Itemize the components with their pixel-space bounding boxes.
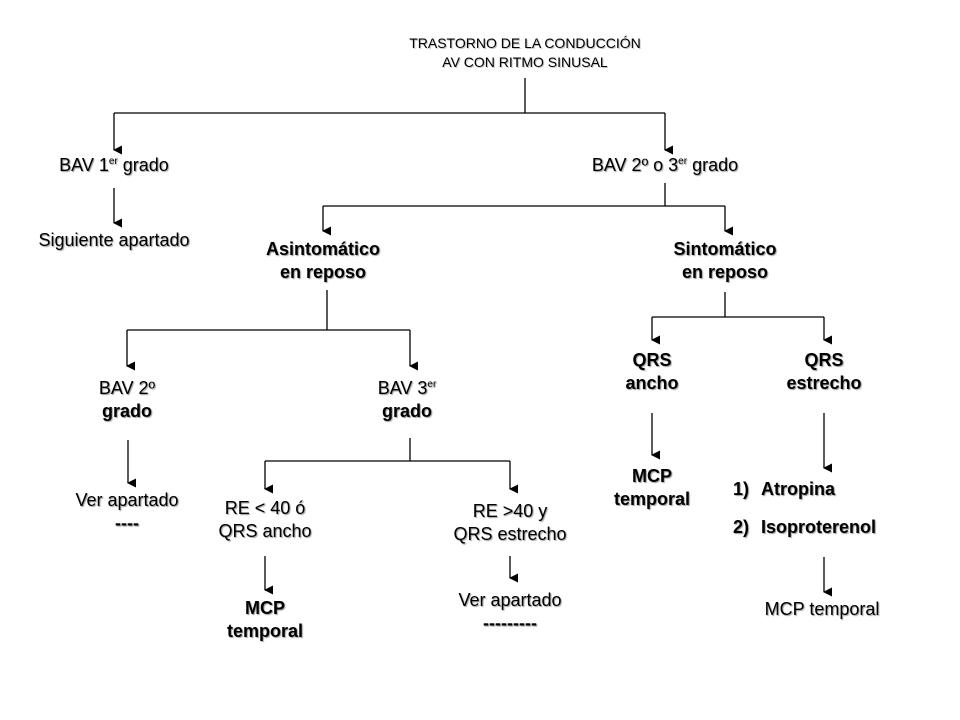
re-lt40-node: RE < 40 ó QRS ancho bbox=[195, 497, 335, 542]
mcp-2-node: MCP temporal bbox=[597, 465, 707, 510]
mcp-1-node: MCP temporal bbox=[210, 597, 320, 642]
sintomatico-node: Sintomático en reposo bbox=[645, 238, 805, 283]
bav23-sup: er bbox=[678, 156, 688, 167]
bav3-node: BAV 3er grado bbox=[347, 377, 467, 422]
ver-apartado-2-line2: --------- bbox=[483, 612, 537, 633]
list-item: 1) Atropina bbox=[733, 479, 876, 517]
bav1-text: BAV 1 bbox=[59, 155, 109, 175]
mcp-2-line2: temporal bbox=[613, 488, 691, 509]
bav2-node: BAV 2º grado bbox=[67, 377, 187, 422]
ver-apartado-1-node: Ver apartado ---- bbox=[52, 489, 202, 534]
qrs-ancho-node: QRS ancho bbox=[602, 349, 702, 394]
treatment-list: 1) Atropina 2) Isoproterenol bbox=[733, 479, 876, 555]
list-item-label: Atropina bbox=[761, 479, 836, 499]
qrs-estrecho-line1: QRS bbox=[804, 350, 844, 370]
qrs-ancho-line1: QRS bbox=[632, 350, 672, 370]
bav3-sup: er bbox=[427, 379, 437, 390]
re-lt40-line2: QRS ancho bbox=[218, 520, 312, 541]
mcp-2-line1: MCP bbox=[632, 466, 672, 486]
bav23-node: BAV 2º o 3er grado bbox=[545, 154, 785, 177]
qrs-estrecho-line2: estrecho bbox=[786, 372, 862, 393]
list-item-number: 1) bbox=[733, 479, 750, 499]
ver-apartado-1-line2: ---- bbox=[115, 512, 139, 533]
mcp-1-line1: MCP bbox=[245, 598, 285, 618]
asintomatico-line1: Asintomático bbox=[265, 239, 380, 259]
siguiente-text: Siguiente apartado bbox=[38, 230, 190, 250]
bav1-sup: er bbox=[108, 156, 118, 167]
list-item-label: Isoproterenol bbox=[761, 517, 877, 537]
root-line1: TRASTORNO DE LA CONDUCCIÓN bbox=[409, 35, 641, 51]
mcp-temporal-text: MCP temporal bbox=[764, 599, 880, 619]
siguiente-node: Siguiente apartado bbox=[10, 229, 218, 252]
re-lt40-line1: RE < 40 ó bbox=[224, 498, 306, 518]
bav1-node: BAV 1er grado bbox=[14, 154, 214, 177]
re-gt40-line1: RE >40 y bbox=[472, 501, 548, 521]
asintomatico-node: Asintomático en reposo bbox=[243, 238, 403, 283]
re-gt40-line2: QRS estrecho bbox=[453, 523, 567, 544]
qrs-ancho-line2: ancho bbox=[625, 372, 679, 393]
bav2-line2: grado bbox=[101, 400, 152, 421]
ver-apartado-1-line1: Ver apartado bbox=[75, 490, 179, 510]
mcp-temporal-node: MCP temporal bbox=[742, 598, 902, 621]
asintomatico-line2: en reposo bbox=[279, 261, 367, 282]
ver-apartado-2-node: Ver apartado --------- bbox=[430, 589, 590, 634]
sintomatico-line2: en reposo bbox=[681, 261, 769, 282]
re-gt40-node: RE >40 y QRS estrecho bbox=[425, 500, 595, 545]
bav23-after: grado bbox=[687, 155, 739, 175]
ver-apartado-2-line1: Ver apartado bbox=[458, 590, 562, 610]
bav2-line1: BAV 2º bbox=[98, 378, 156, 398]
root-node: TRASTORNO DE LA CONDUCCIÓN AV CON RITMO … bbox=[360, 34, 690, 72]
bav3-line2: grado bbox=[381, 400, 432, 421]
bav3-line1: BAV 3 bbox=[377, 378, 428, 398]
list-item-number: 2) bbox=[733, 517, 750, 537]
mcp-1-line2: temporal bbox=[226, 620, 304, 641]
root-line2: AV CON RITMO SINUSAL bbox=[442, 53, 608, 70]
bav1-after: grado bbox=[117, 155, 169, 175]
bav23-text: BAV 2º o 3 bbox=[591, 155, 679, 175]
qrs-estrecho-node: QRS estrecho bbox=[769, 349, 879, 394]
sintomatico-line1: Sintomático bbox=[673, 239, 777, 259]
list-item: 2) Isoproterenol bbox=[733, 517, 876, 555]
